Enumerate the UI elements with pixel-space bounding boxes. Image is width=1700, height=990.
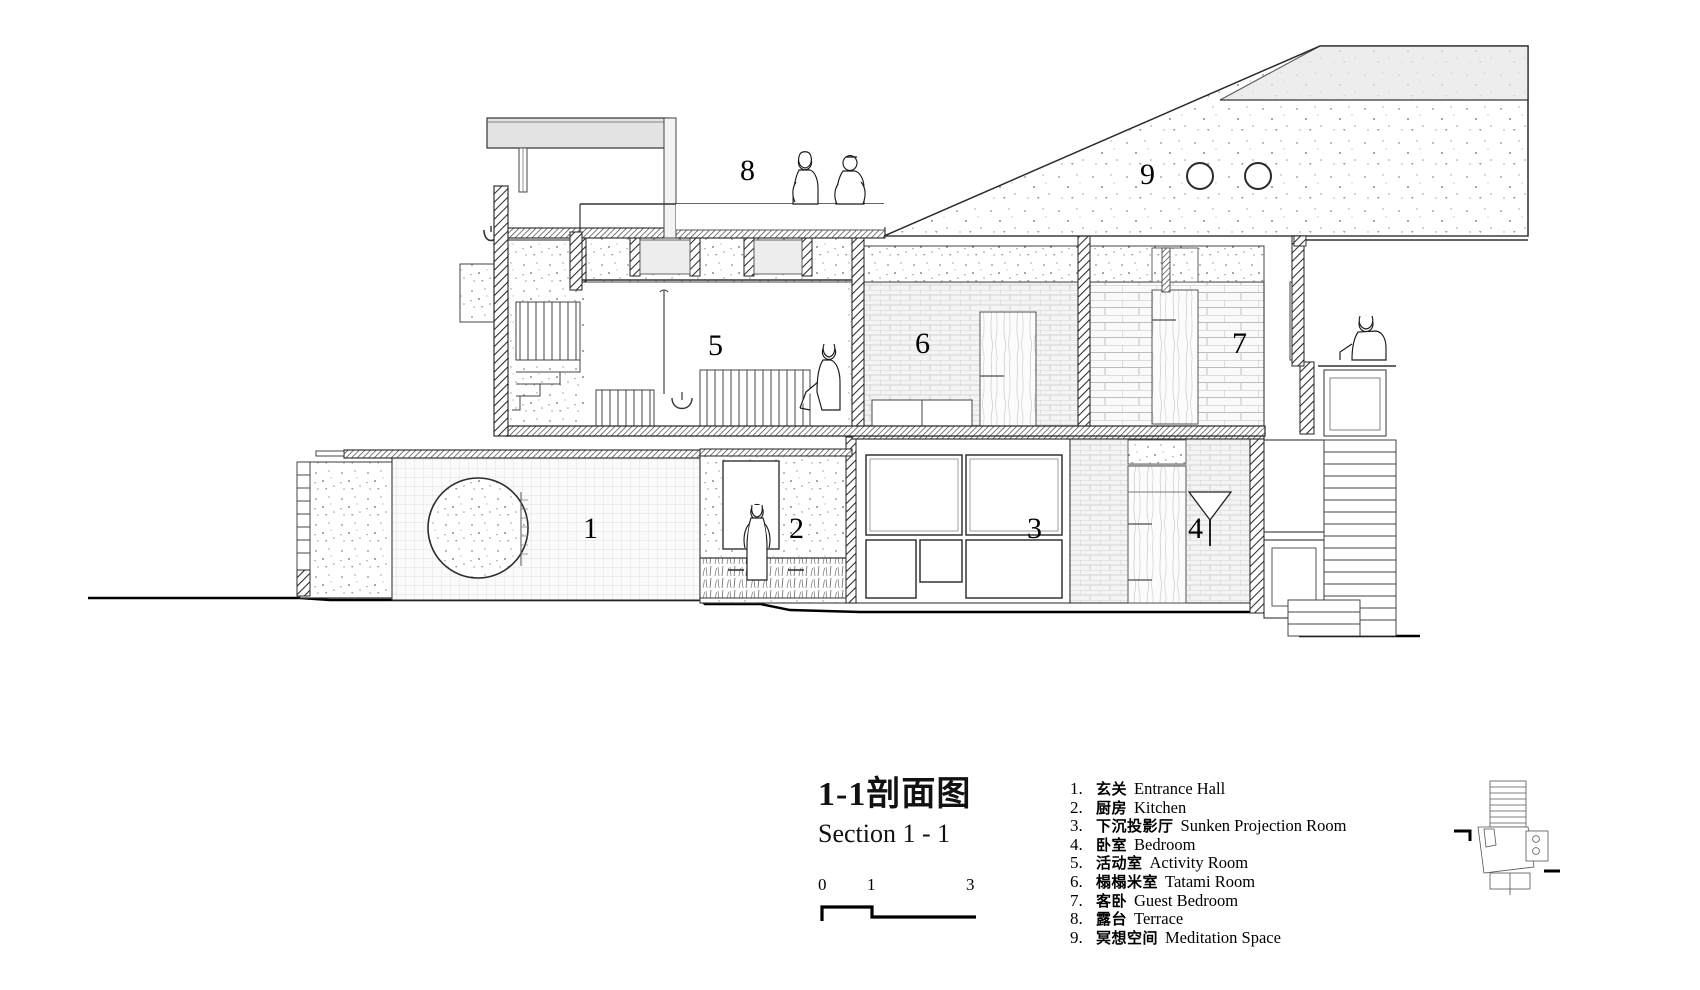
legend-item: 6. 榻榻米室 Tatami Room: [1070, 871, 1346, 892]
legend-index: 8.: [1070, 909, 1083, 929]
room-number-5: 5: [708, 329, 723, 362]
room-bedroom: 4: [1069, 436, 1265, 614]
scale-bar: 0 1 3: [818, 875, 988, 925]
legend-index: 7.: [1070, 890, 1083, 910]
human-figure-terrace-a: [792, 151, 819, 205]
legend-label-cn: 榻榻米室: [1096, 872, 1159, 891]
legend-item: 3. 下沉投影厅 Sunken Projection Room: [1070, 817, 1346, 836]
room-number-4: 4: [1188, 512, 1203, 545]
terrace-8: 8: [579, 154, 884, 232]
legend-index: 6.: [1070, 871, 1083, 891]
legend-label-en: Guest Bedroom: [1134, 890, 1239, 910]
legend-label-en: Sunken Projection Room: [1180, 816, 1347, 836]
legend-label-en: Kitchen: [1134, 797, 1187, 817]
legend-label-cn: 活动室: [1096, 854, 1143, 873]
scale-tick-1: 1: [867, 875, 876, 894]
legend-index: 3.: [1070, 816, 1083, 836]
legend-label-cn: 厨房: [1096, 798, 1128, 817]
room-legend: 1. 玄关 Entrance Hall 2. 厨房 Kitchen 3. 下沉投…: [1070, 779, 1346, 948]
pendant-lamp-icon: [1187, 491, 1233, 546]
room-entrance-hall: 1: [296, 449, 701, 601]
room-activity: 5: [459, 226, 853, 437]
legend-label-en: Terrace: [1134, 909, 1184, 929]
legend-index: 4.: [1070, 834, 1083, 854]
legend-item: 7. 客卧 Guest Bedroom: [1070, 890, 1346, 911]
legend-label-en: Entrance Hall: [1134, 779, 1226, 798]
human-figure-standing: [743, 503, 771, 581]
human-figure-terrace-b: [834, 155, 866, 205]
room-number-1: 1: [583, 512, 598, 545]
legend-index: 2.: [1070, 797, 1083, 817]
legend-index: 9.: [1070, 927, 1083, 947]
room-number-8: 8: [740, 154, 755, 187]
key-plan-thumbnail: [1454, 780, 1560, 895]
roof-canopy: [486, 117, 677, 239]
legend-index: 5.: [1070, 853, 1083, 873]
legend-item: 9. 冥想空间 Meditation Space: [1070, 927, 1346, 948]
legend-label-en: Meditation Space: [1165, 927, 1281, 947]
legend-item: 2. 厨房 Kitchen: [1070, 797, 1346, 818]
room-number-3: 3: [1027, 512, 1042, 545]
title-block: 1-1剖面图 Section 1 - 1: [818, 778, 1058, 847]
legend-label-cn: 下沉投影厅: [1096, 817, 1174, 836]
human-figure-seated-left: [799, 343, 841, 411]
scale-bar-graphic: [820, 905, 976, 921]
legend-label-cn: 露台: [1096, 910, 1128, 929]
room-number-6: 6: [915, 327, 930, 360]
building-section-drawing: 1 2: [88, 45, 1529, 638]
room-kitchen: 2: [699, 454, 853, 604]
meditation-space-9: 9: [883, 45, 1529, 237]
legend-item: 1. 玄关 Entrance Hall: [1070, 779, 1346, 799]
room-guest-bedroom: 7: [1089, 245, 1300, 437]
room-tatami: 6: [861, 245, 1079, 437]
legend-item: 5. 活动室 Activity Room: [1070, 854, 1346, 873]
section-title-english: Section 1 - 1: [818, 819, 951, 848]
human-figure-seated-right: [1339, 315, 1387, 361]
exterior-stair-right: [1263, 361, 1397, 637]
legend-label-en: Bedroom: [1134, 834, 1196, 854]
legend-label-en: Tatami Room: [1165, 871, 1256, 891]
ground-line: [88, 596, 1420, 638]
legend-item: 8. 露台 Terrace: [1070, 910, 1346, 929]
room-number-9: 9: [1140, 158, 1155, 191]
section-marker: [1454, 829, 1472, 841]
legend-label-cn: 卧室: [1096, 835, 1128, 854]
scale-tick-3: 3: [966, 875, 975, 894]
legend-label-cn: 冥想空间: [1096, 928, 1159, 947]
legend-label-en: Activity Room: [1149, 853, 1249, 873]
room-number-7: 7: [1232, 327, 1247, 360]
room-sunken-projection: 3: [851, 436, 1071, 604]
legend-label-cn: 客卧: [1096, 891, 1128, 910]
legend-item: 4. 卧室 Bedroom: [1070, 834, 1346, 855]
section-title-chinese: 1-1剖面图: [818, 776, 972, 813]
room-number-2: 2: [789, 512, 804, 545]
scale-tick-0: 0: [818, 875, 827, 894]
legend-label-cn: 玄关: [1096, 780, 1128, 798]
legend-index: 1.: [1070, 779, 1083, 798]
